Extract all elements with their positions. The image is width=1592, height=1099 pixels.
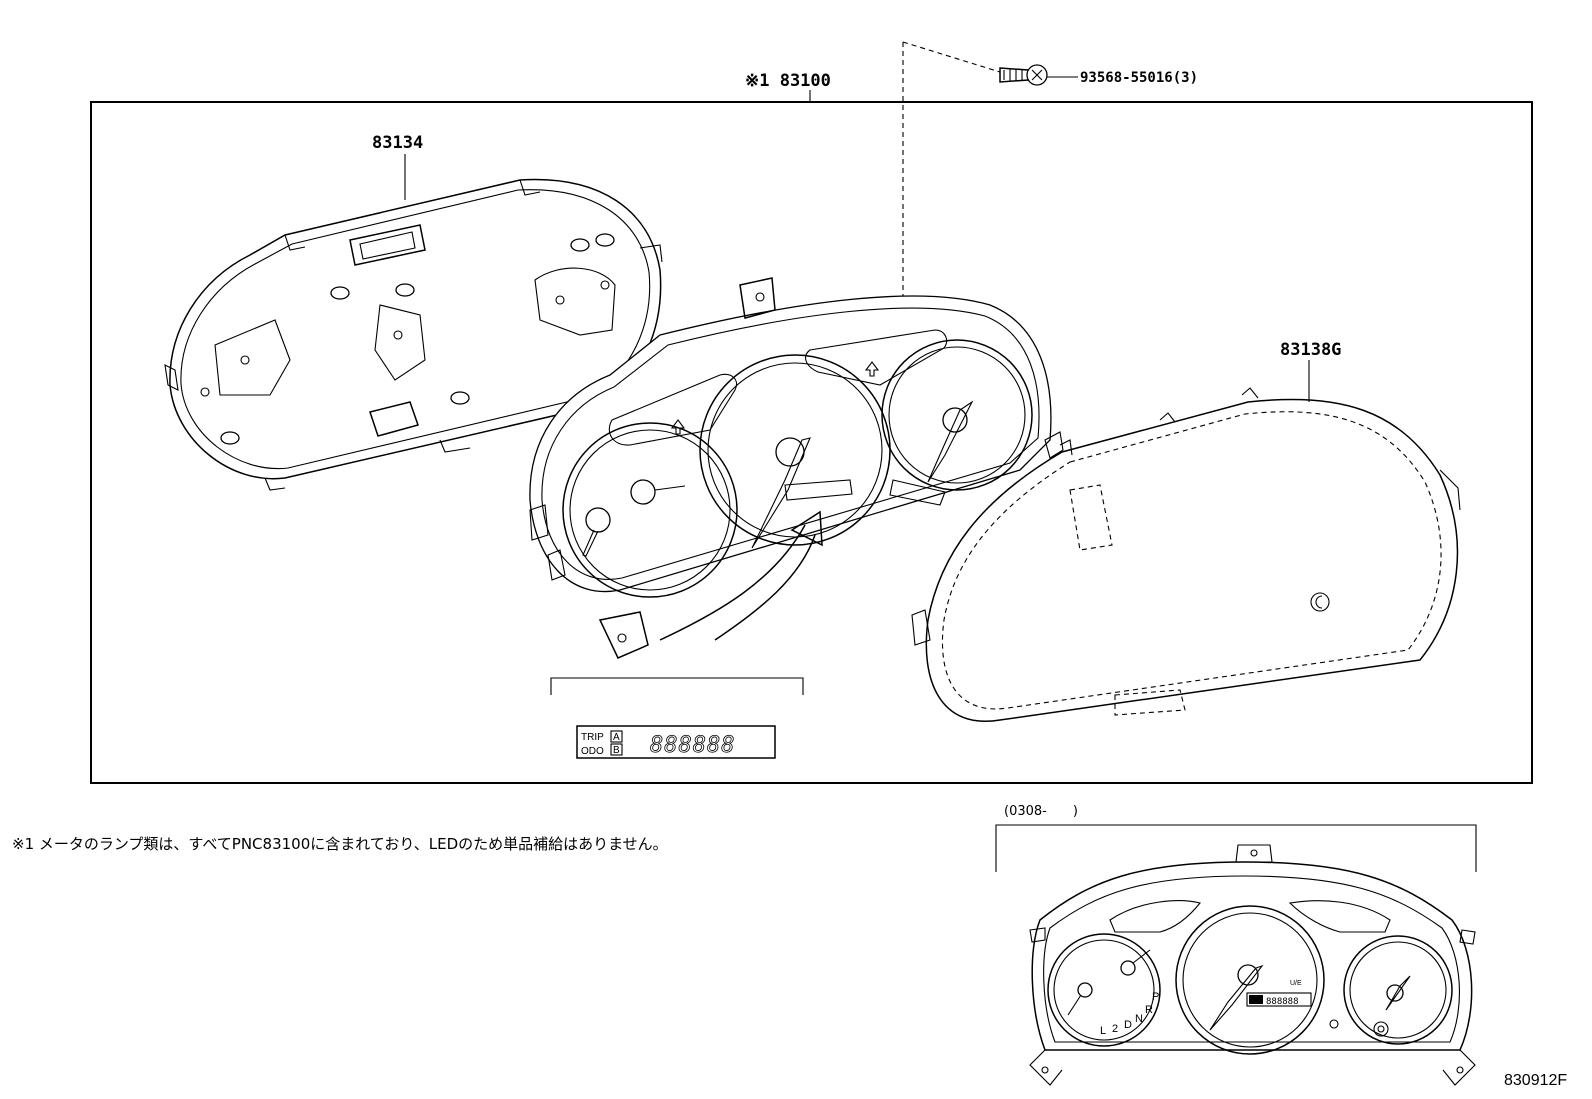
assembly-label: ※1 83100 [745,71,831,91]
odometer-a-label: A [613,732,620,743]
lamp-note: ※1 メータのランプ類は、すべてPNC83100に含まれており、LEDのため単品… [12,835,668,853]
gear-n: N [1135,1013,1143,1025]
variant-meter: L 2 D N R P U/E 888888 [1029,844,1476,1086]
cover-lens [911,387,1461,722]
odometer-odo-label: ODO [581,746,604,757]
assembly-frame [90,101,1533,784]
variant-callout-bracket [995,824,1477,872]
gear-d: D [1124,1019,1132,1031]
variant-range-label: (0308- ) [1004,804,1078,819]
figure-code: 830912F [1504,1072,1567,1089]
odometer-digits: 888888 [650,733,735,758]
odometer-display: TRIP ODO A B 888888 [576,725,776,759]
svg-text:888888: 888888 [1266,997,1299,1007]
gear-r: R [1145,1004,1153,1016]
odometer-callout-bracket [550,677,804,695]
cover-label: 83138G [1280,340,1341,360]
screw-icon [902,41,1078,330]
variant-small-text: U/E [1290,980,1302,987]
combination-meter [529,277,1064,659]
odometer-trip-label: TRIP [581,732,604,743]
odometer-b-label: B [613,745,620,756]
screw-label: 93568-55016(3) [1080,70,1198,86]
rear-case-label: 83134 [372,133,423,153]
gear-2: 2 [1112,1023,1118,1035]
gear-p: P [1152,991,1159,1003]
gear-l: L [1100,1025,1106,1037]
